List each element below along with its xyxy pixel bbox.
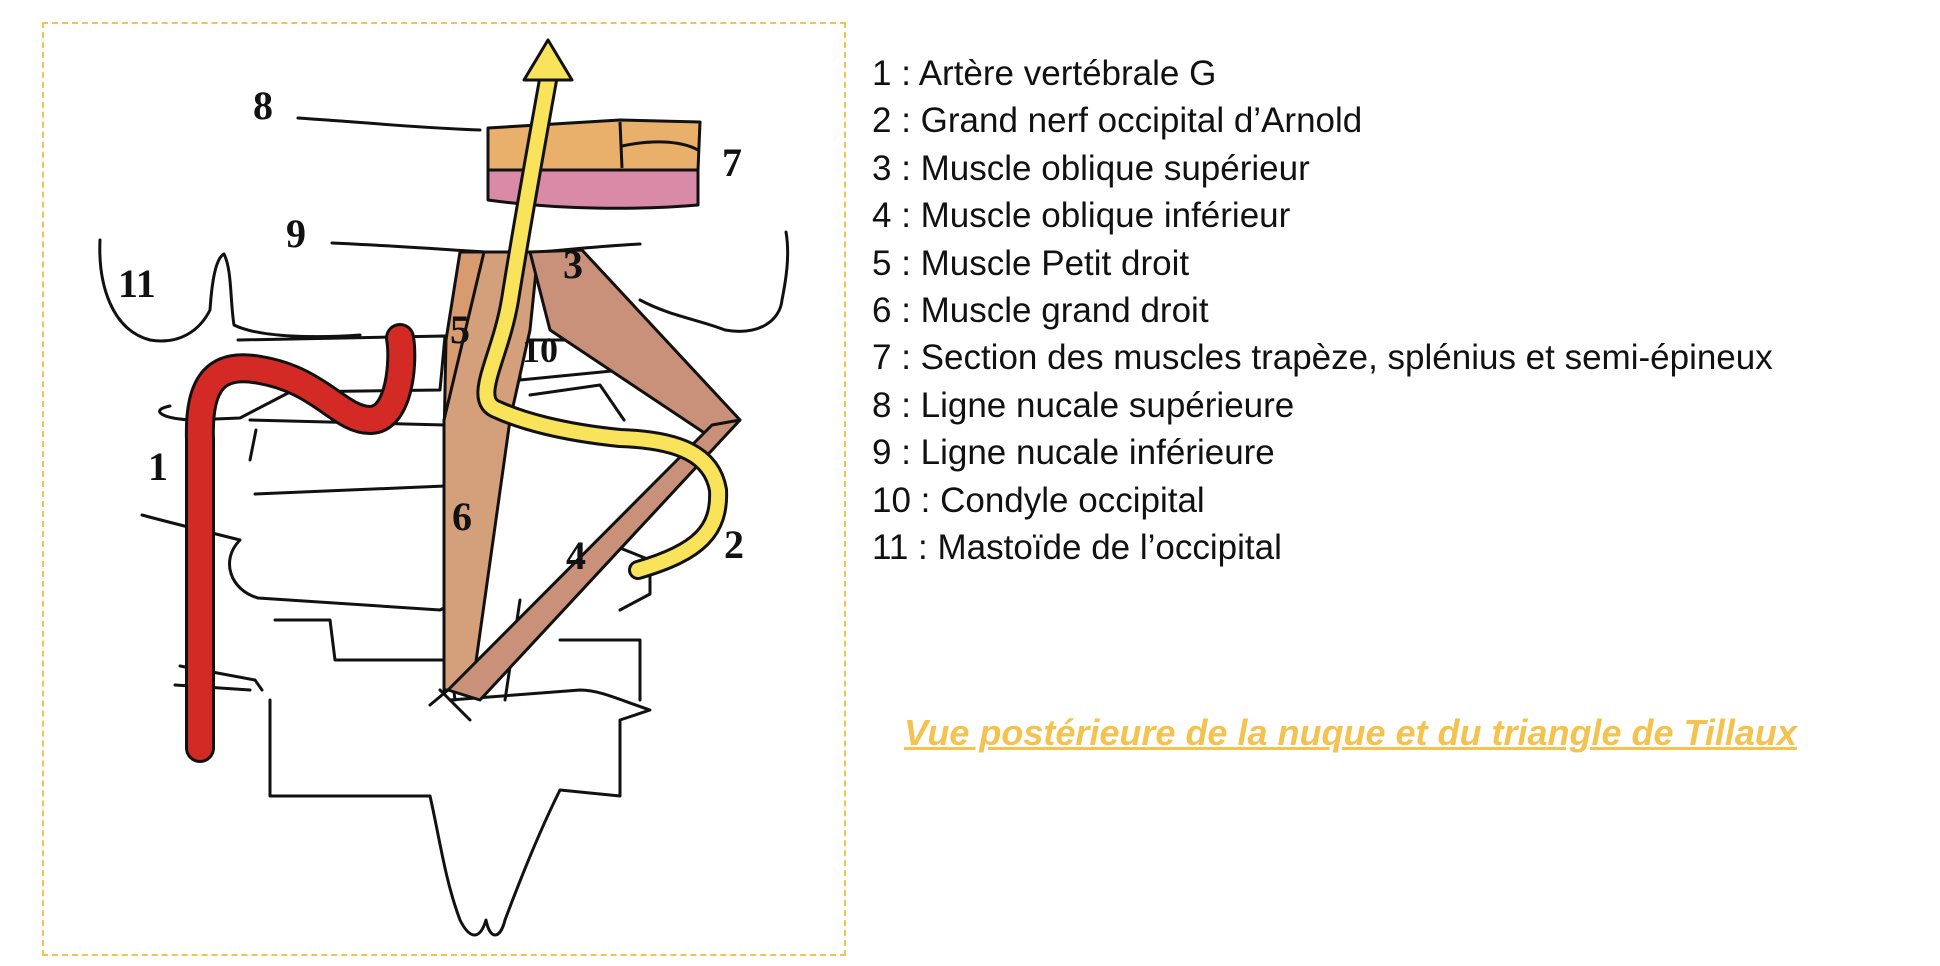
legend-item: 7 : Section des muscles trapèze, spléniu… bbox=[872, 338, 1773, 378]
legend-item: 4 : Muscle oblique inférieur bbox=[872, 196, 1291, 236]
c4-vertebra bbox=[268, 688, 652, 937]
callout-6: 6 bbox=[452, 494, 472, 539]
legend-item: 3 : Muscle oblique supérieur bbox=[872, 148, 1310, 188]
section-divider bbox=[618, 121, 699, 169]
callout-11: 11 bbox=[118, 261, 156, 306]
arrow-up-icon bbox=[522, 38, 574, 82]
legend-item: 1 : Artère vertébrale G bbox=[872, 54, 1217, 93]
muscle-oblique-superior bbox=[528, 248, 742, 440]
vertebral-artery bbox=[184, 323, 417, 763]
section-top bbox=[486, 118, 702, 172]
callout-4: 4 bbox=[566, 533, 586, 578]
c3-vertebra bbox=[178, 618, 642, 702]
legend-item: 10 : Condyle occipital bbox=[872, 480, 1205, 520]
legend-item: 5 : Muscle Petit droit bbox=[872, 243, 1190, 283]
callout-5: 5 bbox=[450, 307, 470, 352]
superior-nuchal-line bbox=[296, 116, 482, 132]
callout-7: 7 bbox=[722, 140, 742, 185]
callout-10: 10 bbox=[522, 330, 558, 370]
condyle-lower bbox=[528, 383, 626, 422]
legend-item: 11 : Mastoïde de l’occipital bbox=[872, 528, 1282, 568]
atlas-left bbox=[158, 334, 447, 422]
legend-item: 9 : Ligne nucale inférieure bbox=[872, 433, 1275, 473]
legend-item: 2 : Grand nerf occipital d’Arnold bbox=[872, 101, 1363, 141]
figure-caption: Vue postérieure de la nuque et du triang… bbox=[904, 712, 1797, 753]
callout-9: 9 bbox=[286, 211, 306, 256]
mastoid-outline bbox=[98, 238, 362, 343]
callout-1: 1 bbox=[148, 444, 168, 489]
skull-base-right bbox=[638, 230, 790, 333]
callout-2: 2 bbox=[724, 522, 744, 567]
axis-right bbox=[598, 538, 652, 612]
callout-8: 8 bbox=[253, 83, 273, 128]
greater-occipital-nerve bbox=[476, 70, 729, 580]
callout-3: 3 bbox=[563, 242, 583, 287]
legend-item: 8 : Ligne nucale supérieure bbox=[872, 385, 1295, 425]
legend-item: 6 : Muscle grand droit bbox=[872, 291, 1209, 331]
legend: 1 : Artère vertébrale G 2 : Grand nerf o… bbox=[872, 50, 1773, 571]
muscle-oblique-inferior bbox=[446, 418, 742, 702]
figure-frame bbox=[42, 22, 846, 956]
